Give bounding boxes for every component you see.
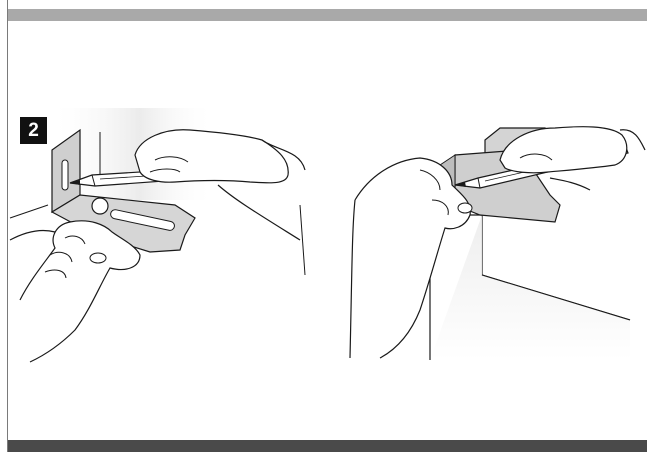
step-number: 2 [28,121,39,140]
step-number-badge: 2 [20,117,47,144]
bottom-footer-bar [8,440,647,452]
